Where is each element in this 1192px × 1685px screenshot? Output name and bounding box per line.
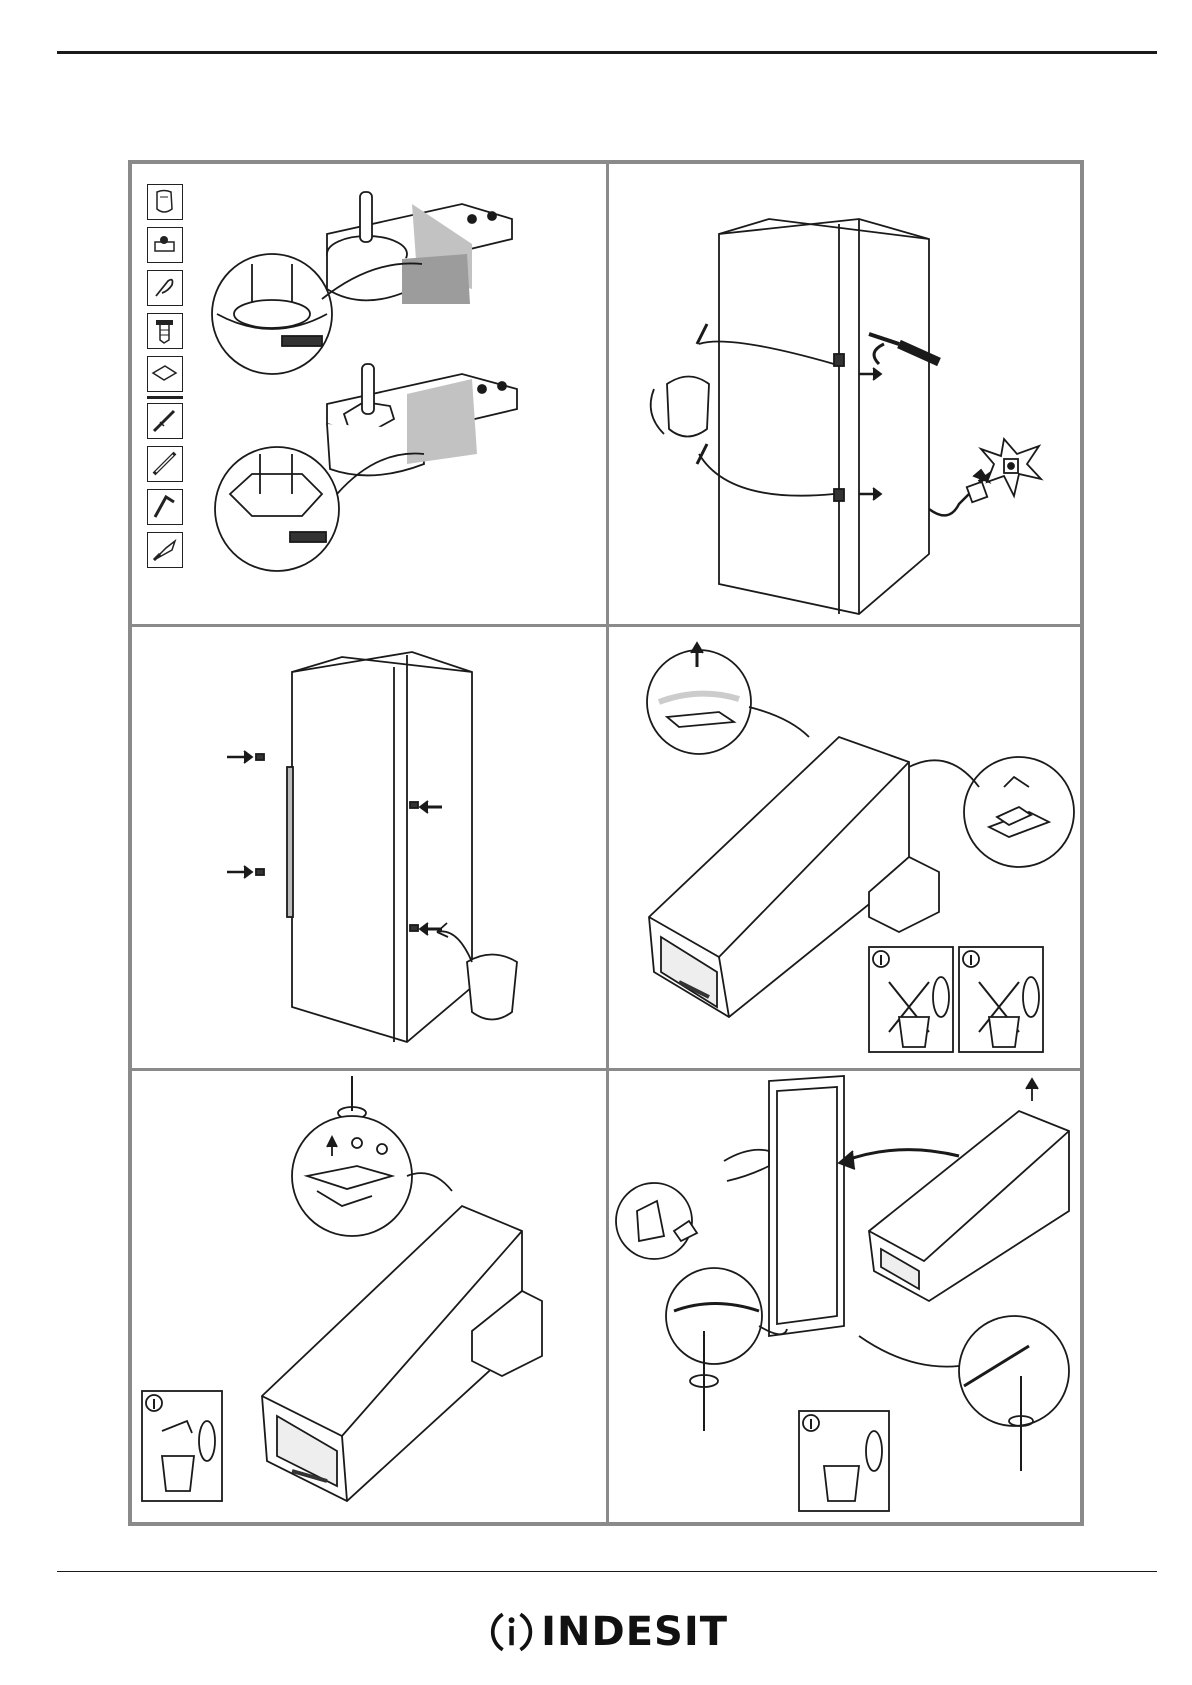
step-panel-4 xyxy=(609,627,1080,1068)
step-panel-5 xyxy=(132,1071,606,1522)
plastic-dowel-icon xyxy=(147,313,183,349)
top-rule xyxy=(57,51,1157,54)
putty-knife-icon xyxy=(147,532,183,568)
hinge-detail-illustration xyxy=(132,164,606,624)
brand-name: INDESIT xyxy=(541,1600,728,1664)
screwdriver-icon xyxy=(147,403,183,439)
spacer-pad-icon xyxy=(147,356,183,392)
lying-fridge-caps-illustration xyxy=(609,627,1080,1068)
flat-screwdriver-icon xyxy=(147,446,183,482)
toolbox-separator xyxy=(147,396,183,399)
door-swap-illustration xyxy=(609,1071,1080,1522)
hex-key-icon xyxy=(147,489,183,525)
spring-clip-icon xyxy=(147,270,183,306)
screw-bag-icon xyxy=(147,184,183,220)
reverse-handle-illustration xyxy=(132,627,606,1068)
step-panel-6 xyxy=(609,1071,1080,1522)
bottom-hinge-removal-illustration xyxy=(132,1071,606,1522)
toolbox-column xyxy=(147,184,187,575)
step-panel-2 xyxy=(609,164,1080,624)
brand-logo: INDESIT xyxy=(488,1600,728,1664)
circled-i-logo-icon xyxy=(488,1600,535,1664)
bottom-rule xyxy=(57,1571,1157,1572)
handle-removal-illustration xyxy=(609,164,1080,624)
step-panel-3 xyxy=(132,627,606,1068)
hinge-pin-icon xyxy=(147,227,183,263)
step-panel-1 xyxy=(132,164,606,624)
instruction-grid xyxy=(128,160,1084,1526)
